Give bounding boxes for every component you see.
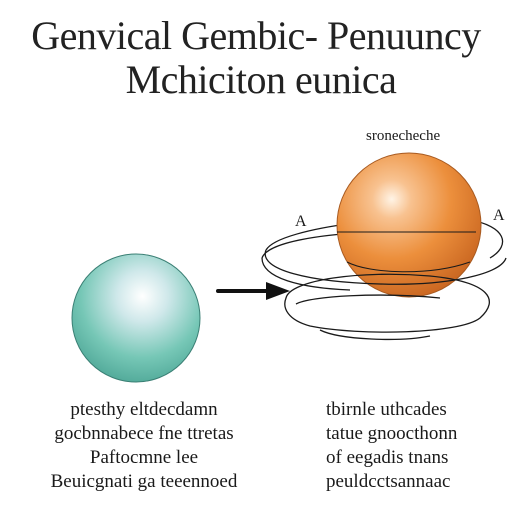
caption-right-line: peuldcctsannaac [326,471,451,492]
caption-left: ptesthy eltdecdamn gocbnnabece fne ttret… [14,398,274,494]
caption-left-line: ptesthy eltdecdamn [70,399,218,420]
title-line-2: Mchiciton eunica [125,57,397,102]
marker-right: A [493,207,505,224]
caption-left-line: Paftocmne lee [89,447,199,468]
orange-sphere [336,152,482,298]
orbit-rings-front [261,231,507,341]
side-markers: A A [295,207,505,230]
caption-right: tbirnle uthcades tatue gnoocthonn of eeg… [326,398,496,494]
marker-left: A [295,213,307,230]
caption-left-line: Beuicgnati ga teeennoed [50,471,238,492]
teal-sphere [71,253,201,383]
gravity-arrow [216,282,290,300]
sphere-label: sronecheche [366,128,441,144]
caption-right-line: tatue gnoocthonn [326,423,458,444]
caption-right-line: tbirnle uthcades [326,399,447,420]
caption-left-line: gocbnnabece fne ttretas [54,423,234,444]
caption-right-line: of eegadis tnans [326,447,449,468]
title-line-1: Genvical Gembic- Penuuncy [31,13,481,58]
